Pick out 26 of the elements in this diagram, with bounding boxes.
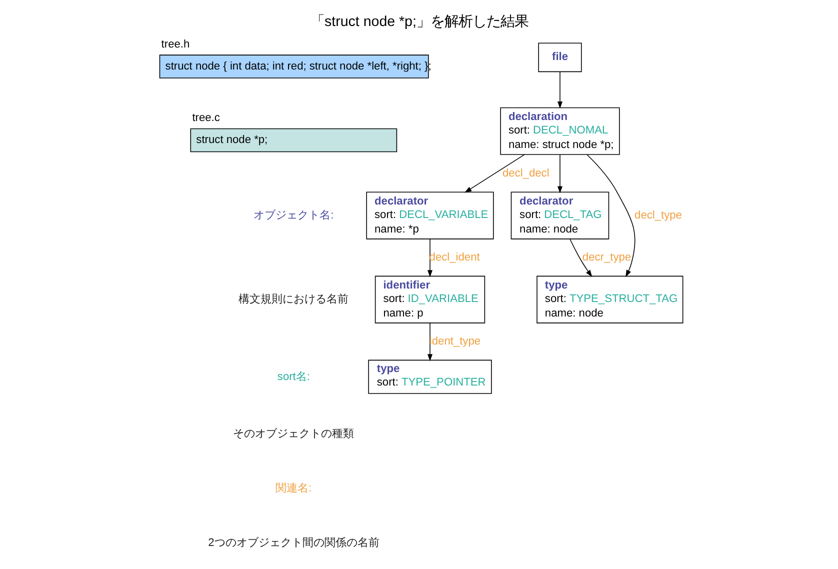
- node-box: identifier sort: ID_VARIABLE name: p: [374, 276, 485, 324]
- arrow: [569, 238, 592, 278]
- arrow: [556, 71, 562, 109]
- arrow: [464, 154, 524, 193]
- label: そのオブジェクトの種類: [232, 428, 354, 440]
- node-box: type sort: TYPE_POINTER: [368, 360, 492, 394]
- node-label: tree.c: [192, 112, 220, 124]
- label: 2つのオブジェクト間の関係の名前: [208, 537, 379, 550]
- node-box: declarator sort: DECL_VARIABLE name: *p: [366, 192, 494, 240]
- edge-label: decl_decl: [502, 167, 549, 180]
- label: 構文規則における名前: [238, 293, 348, 306]
- edge-label: decl_type: [634, 209, 682, 222]
- label: sort名:: [276, 370, 310, 383]
- arrow: [427, 322, 432, 362]
- arrow: [556, 154, 562, 194]
- edge-label: decr_type: [582, 251, 631, 264]
- node-box: declarator sort: DECL_TAG name: node: [510, 192, 609, 240]
- label: 関連名:: [275, 482, 312, 495]
- label: オブジェクト名:: [253, 209, 334, 222]
- node-box: declaration sort: DECL_NOMAL name: struct node *p;: [500, 107, 620, 155]
- node-box: file: [538, 42, 582, 72]
- node-box: type sort: TYPE_STRUCT_TAG name: node: [536, 276, 683, 324]
- arrow: [586, 154, 635, 278]
- diagram-title: 「struct node *p;」を解析した結果: [310, 14, 528, 30]
- node-label: tree.h: [160, 38, 190, 50]
- arrow: [427, 238, 432, 278]
